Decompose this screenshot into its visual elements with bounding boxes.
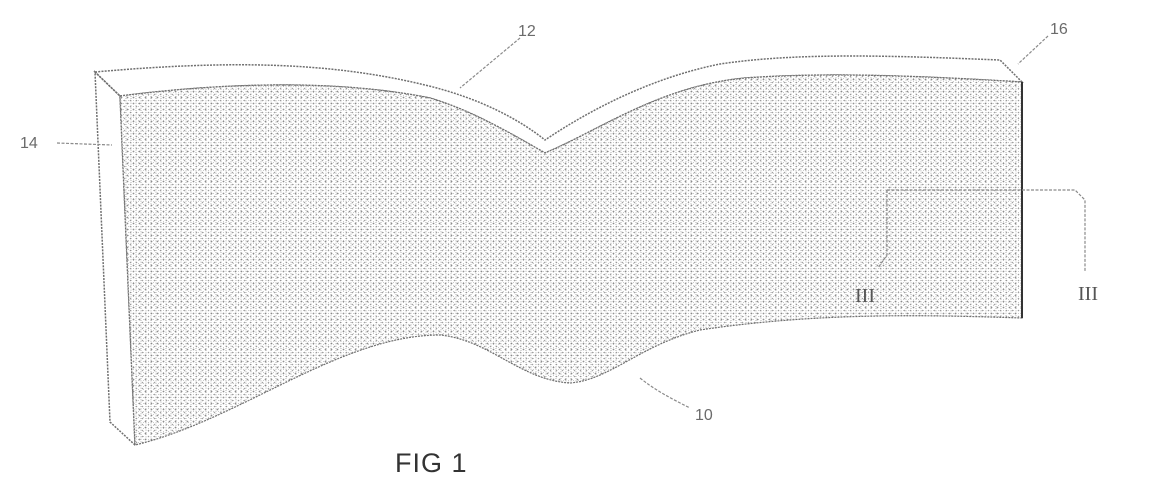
main-body-grain xyxy=(120,75,1022,446)
ref-label-14: 14 xyxy=(20,135,38,152)
leader-line-12 xyxy=(459,37,521,89)
ref-label-10: 10 xyxy=(695,407,713,424)
ref-label-12: 12 xyxy=(518,23,536,40)
figure-caption: FIG 1 xyxy=(395,448,468,478)
leader-line-14 xyxy=(56,142,113,146)
section-mark-right: III xyxy=(1078,283,1098,305)
section-line-iii xyxy=(887,189,1086,272)
leader-line-10 xyxy=(639,377,691,409)
section-mark-left: III xyxy=(855,285,875,307)
left-end-face xyxy=(94,70,136,447)
leader-line-16 xyxy=(1017,35,1049,65)
section-line-iii-left-arrow xyxy=(877,190,888,269)
ref-label-16: 16 xyxy=(1050,21,1068,38)
